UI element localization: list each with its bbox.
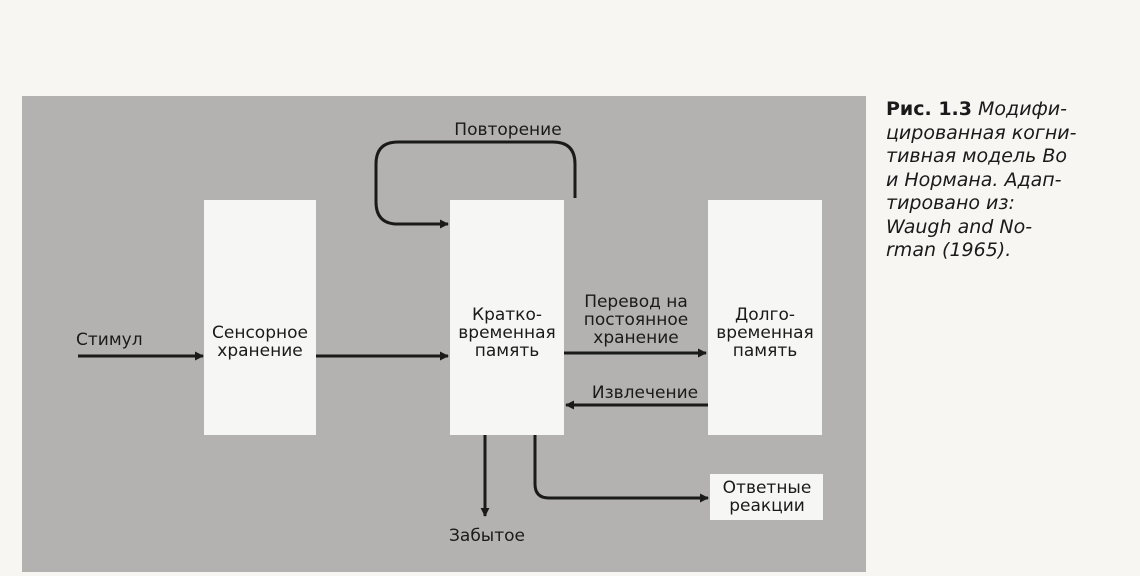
flow-arrows (78, 140, 710, 517)
caption-line-2: цированная когни- (886, 121, 1077, 144)
retrieval-label: Извлечение (591, 383, 699, 403)
long-term-memory-label: Долго- временная память (716, 305, 814, 361)
transfer-label: Перевод на постоянное хранение (583, 292, 689, 348)
diagram-panel: Стимул Сенсорное хранение Кратко- времен… (22, 96, 866, 572)
sensory-storage-label: Сенсорное хранение (212, 323, 308, 361)
caption-line-1-text: Модифи- (972, 98, 1067, 120)
caption-line-4: и Нормана. Адап- (886, 168, 1062, 191)
responses-label: Ответные реакции (722, 478, 812, 516)
caption-line-7: rman (1965). (886, 239, 1012, 261)
stimulus-label: Стимул (76, 330, 143, 350)
figure-caption: Рис. 1.3 Модифи- цированная когни- тивна… (886, 98, 1136, 263)
caption-line-3: тивная модель Во (886, 145, 1067, 167)
short-term-memory-label: Кратко- временная память (458, 305, 556, 361)
short-term-memory-box (450, 200, 564, 435)
arrow-responses (533, 434, 709, 503)
long-term-memory-box (708, 200, 822, 435)
caption-line-1: Рис. 1.3 Модифи- (886, 98, 1136, 122)
caption-line-6: Waugh and No- (886, 215, 1033, 238)
figure-label: Рис. 1.3 (886, 98, 972, 120)
responses-box (710, 474, 823, 520)
sensory-storage-box (204, 200, 316, 435)
rehearsal-label: Повторение (454, 120, 562, 140)
caption-line-5: тировано из: (886, 192, 1015, 214)
forgotten-label: Забытое (449, 526, 525, 546)
arrow-rehearsal (374, 140, 577, 229)
